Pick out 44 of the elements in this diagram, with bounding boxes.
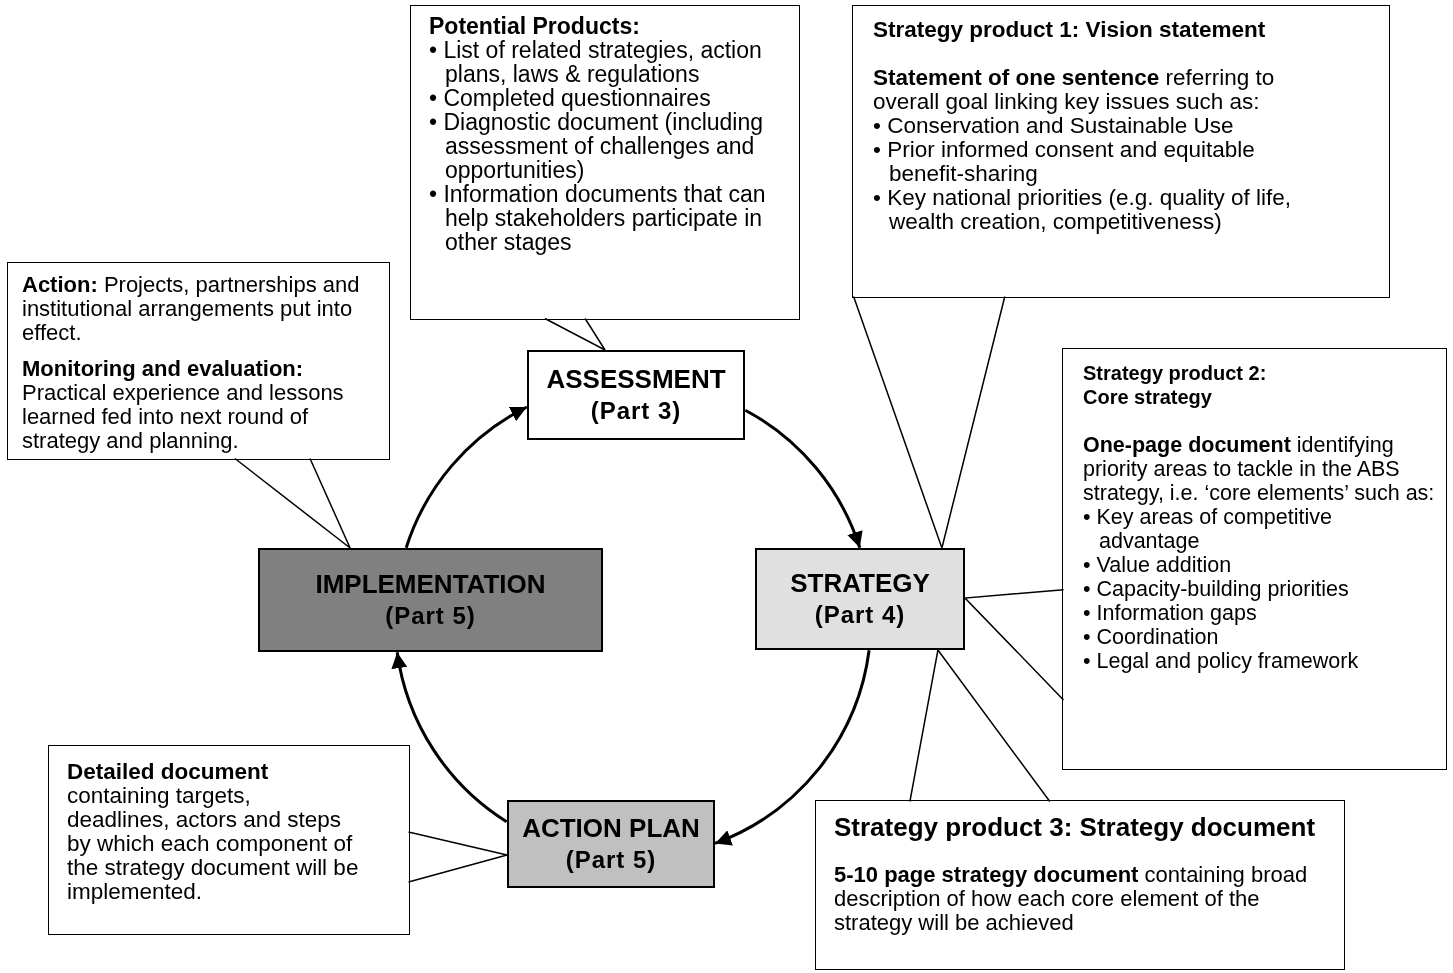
callout-heading: Detailed document	[67, 760, 270, 784]
callout-text: Action: Projects, partnerships and institutional arrangements put into effect.	[22, 273, 361, 345]
callout-heading: Strategy product 1: Vision statement	[873, 18, 1267, 42]
callout-box	[48, 745, 410, 935]
stage-box	[507, 800, 715, 888]
callout-box	[815, 800, 1345, 970]
part-label: (Part 4)	[814, 600, 906, 630]
stage-title: ASSESSMENT	[546, 363, 726, 395]
bullet-item: • Conservation and Sustainable Use	[873, 114, 1235, 138]
part-label: (Part 3)	[590, 396, 682, 426]
stage-box	[258, 548, 603, 652]
cycle-arrow	[404, 405, 528, 549]
cycle-arrow	[392, 651, 508, 823]
bullet-item: • Information gaps	[1083, 601, 1258, 625]
stage-title: ACTION PLAN	[522, 812, 700, 844]
callout-heading: Potential Products:	[429, 14, 641, 38]
stage-title: STRATEGY	[790, 567, 930, 599]
cycle-arrow	[714, 650, 871, 845]
callout-text: Practical experience and lessons learned fed into next round of strategy and planning.	[22, 381, 345, 453]
callout-heading: Strategy product 3: Strategy document	[834, 815, 1317, 839]
part-label: (Part 5)	[385, 601, 476, 631]
stage-title: IMPLEMENTATION	[315, 568, 546, 600]
part-label: (Part 5)	[565, 845, 657, 875]
bullet-item: • Legal and policy framework	[1083, 649, 1360, 673]
callout-heading: Monitoring and evaluation:	[22, 357, 305, 381]
stage-box	[755, 548, 965, 650]
bullet-item: • Key areas of competitive advantage	[1083, 505, 1333, 553]
bullet-item: • Information documents that can help stakeholders participate in other stages	[429, 182, 767, 254]
bullet-item: • Capacity-building priorities	[1083, 577, 1350, 601]
callout-box	[1062, 348, 1447, 770]
callout-text: One-page document identifying priority areas to tackle in the ABS strategy, i.e. ‘core elements’ such as:	[1083, 433, 1436, 505]
stage-box	[527, 350, 745, 440]
bullet-item: • Prior informed consent and equitable benefit-sharing	[873, 138, 1256, 186]
bullet-item: • Key national priorities (e.g. quality of life, wealth creation, competitiveness)	[873, 186, 1293, 234]
callout-text: containing targets, deadlines, actors and steps by which each component of the strategy document will be implemented.	[67, 784, 359, 904]
callout-text: 5-10 page strategy document containing broad description of how each core element of the strategy will be achieved	[834, 863, 1309, 935]
bullet-item: • Coordination	[1083, 625, 1220, 649]
callout-box	[7, 262, 390, 460]
callout-heading: Strategy product 2: Core strategy	[1083, 361, 1268, 409]
callout-text: Statement of one sentence referring to overall goal linking key issues such as:	[873, 66, 1276, 114]
callout-box	[410, 5, 800, 320]
callout-box	[852, 5, 1390, 298]
bullet-item: • Value addition	[1083, 553, 1233, 577]
cycle-arrow	[744, 408, 862, 549]
